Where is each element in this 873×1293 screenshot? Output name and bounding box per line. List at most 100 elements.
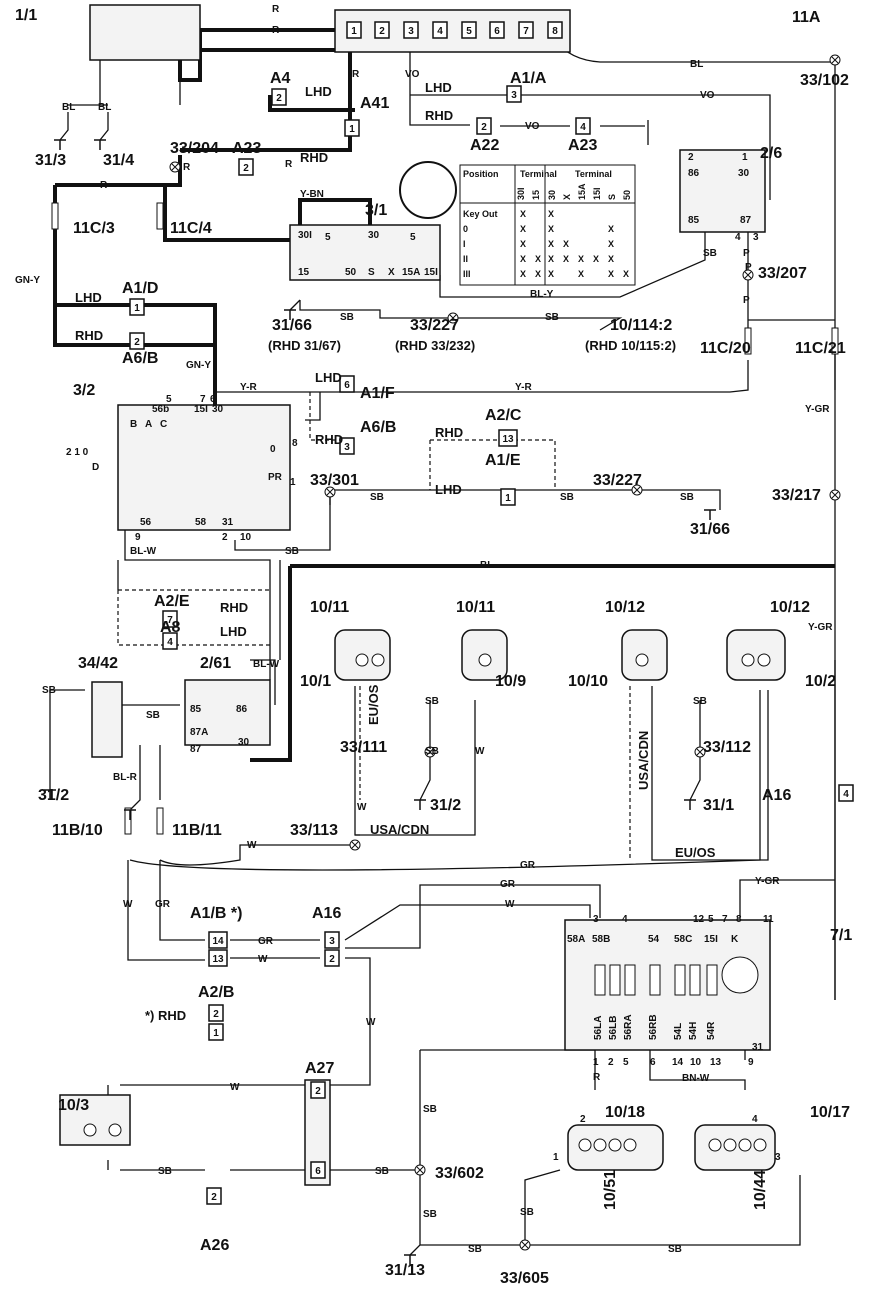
connector-number: 3 xyxy=(408,26,414,37)
component-label: 34/42 xyxy=(78,655,118,672)
component-label: 33/227 xyxy=(410,317,459,334)
connector-box xyxy=(206,1187,222,1205)
wire-label: LHD xyxy=(315,370,342,385)
wire-label: SB xyxy=(545,312,559,323)
wire-heavy xyxy=(53,185,135,347)
component-label: 10/12 xyxy=(770,599,810,616)
bulb-icon xyxy=(578,1138,592,1152)
wire-heavy xyxy=(163,185,372,242)
splice-cross xyxy=(426,748,434,756)
table-header: Position xyxy=(463,169,499,179)
pin-label: 31 xyxy=(222,517,234,528)
component-label: 11C/4 xyxy=(170,220,212,237)
wire xyxy=(344,904,591,941)
pin-label: 58B xyxy=(592,934,610,945)
pin-label: 30 xyxy=(238,737,250,748)
pin-label: 8 xyxy=(292,438,298,449)
connector-box xyxy=(208,1004,224,1022)
wire-label: SB xyxy=(158,1166,172,1177)
component-label: A16 xyxy=(762,787,791,804)
pin-label: 14 xyxy=(672,1057,684,1068)
wire-heavy xyxy=(178,28,340,82)
pin-label: 3 xyxy=(753,232,759,243)
bulb-icon xyxy=(738,1138,752,1152)
component-housing xyxy=(679,149,766,233)
table-mark: X xyxy=(548,254,554,264)
component-label: (RHD 10/115:2) xyxy=(585,338,676,353)
component-label: 2/6 xyxy=(760,145,782,162)
fuse-icon xyxy=(649,964,661,996)
component-label: 33/113 xyxy=(290,822,338,839)
pin-label: 10 xyxy=(690,1057,702,1068)
pin-label: 86 xyxy=(688,168,700,179)
table-mark: X xyxy=(578,269,584,279)
pin-label: 85 xyxy=(190,704,202,715)
pin-label: 6 xyxy=(650,1057,656,1068)
connector-box xyxy=(498,429,518,447)
table-position: I xyxy=(463,239,466,249)
table-mark: X xyxy=(535,254,541,264)
wire-label: SB xyxy=(340,312,354,323)
component-label: 33/204 xyxy=(170,140,219,157)
table-mark: X xyxy=(520,239,526,249)
component-label: 10/114:2 xyxy=(610,317,672,334)
connector-number: 1 xyxy=(349,124,355,135)
wire xyxy=(159,860,205,941)
wire-label: R xyxy=(272,4,280,15)
table-position: 0 xyxy=(463,224,468,234)
component-label: 33/112 xyxy=(703,739,751,756)
wire-label: GR xyxy=(500,879,516,890)
table-position: III xyxy=(463,269,471,279)
wire xyxy=(420,1175,801,1246)
table-mark: X xyxy=(520,224,526,234)
component-label: 33/217 xyxy=(772,487,821,504)
connector-box xyxy=(310,1161,326,1179)
connector-number: 2 xyxy=(315,1086,321,1097)
wire xyxy=(234,490,331,551)
splice-cross xyxy=(326,488,334,496)
wire-label: SB xyxy=(680,492,694,503)
wire-label: GR xyxy=(520,860,536,871)
pin-label: 56 xyxy=(140,517,152,528)
component-label: 11B/10 xyxy=(52,822,103,839)
wire-label: Y-GR xyxy=(805,404,830,415)
pin-label: 50 xyxy=(345,267,357,278)
splice-cross xyxy=(633,486,641,494)
pin-label: 58C xyxy=(674,934,692,945)
component-label: 11C/20 xyxy=(700,340,751,357)
splice-cross xyxy=(744,271,752,279)
connector-number: 2 xyxy=(379,26,385,37)
connector-box xyxy=(208,1023,224,1041)
wire-label: SB xyxy=(146,710,160,721)
connector-box xyxy=(339,437,355,455)
component-label: 33/301 xyxy=(310,472,359,489)
ground-symbol xyxy=(44,789,56,800)
connector-number: 2 xyxy=(134,337,140,348)
pin-label: B xyxy=(130,419,137,430)
wire-label: BL xyxy=(62,102,75,113)
bulb-icon xyxy=(371,653,385,667)
component-label: 10/9 xyxy=(495,673,526,690)
pin-label: 15A xyxy=(402,267,420,278)
connector-box xyxy=(500,488,516,506)
pin-label: 6 xyxy=(210,394,216,405)
component-label: 33/605 xyxy=(500,1270,549,1287)
pin-label: 3 xyxy=(593,914,599,925)
pin-label: 58A xyxy=(567,934,585,945)
pin-label: 15I xyxy=(424,267,438,278)
splice-cross xyxy=(416,1166,424,1174)
table-terminal: 30 xyxy=(547,190,557,200)
component-label: 3/1 xyxy=(365,202,387,219)
wire-label: USA/CDN xyxy=(636,731,651,790)
wire-label: R xyxy=(100,180,108,191)
pin-label: 87 xyxy=(190,744,202,755)
wire xyxy=(739,660,836,1000)
pin-label: X xyxy=(388,267,395,278)
wire xyxy=(409,1050,421,1256)
connector-number: 14 xyxy=(212,936,224,947)
bulb-icon xyxy=(708,1138,722,1152)
connector-box xyxy=(129,298,145,316)
connector-number: 4 xyxy=(843,789,849,800)
wire-label: W xyxy=(357,802,367,813)
